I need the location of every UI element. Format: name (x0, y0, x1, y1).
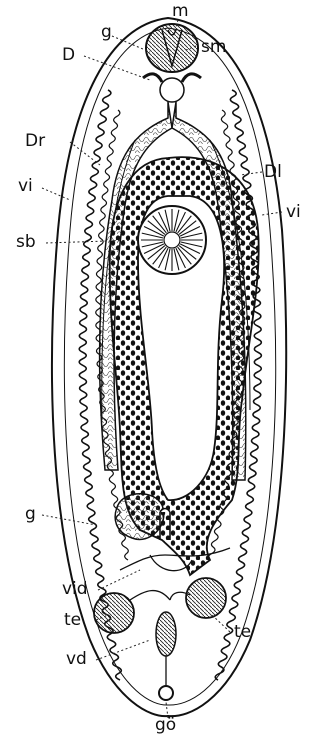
label-Dl: Dl (264, 162, 282, 182)
label-sm: sm (201, 37, 226, 57)
ventral-sucker-center (164, 232, 180, 248)
testis-left (94, 593, 134, 633)
label-D: D (62, 45, 75, 65)
label-te-right: te (234, 622, 251, 642)
label-vd: vd (66, 649, 87, 669)
ovary (115, 494, 164, 540)
genital-pore (159, 686, 173, 700)
label-g-top: g (101, 22, 112, 42)
label-go: gö (155, 715, 176, 734)
label-vid: vid (62, 579, 88, 599)
label-g-bottom: g (25, 504, 36, 524)
seminal-vesicle (156, 612, 176, 656)
label-vi-right: vi (286, 202, 301, 222)
label-Dr: Dr (25, 131, 45, 151)
label-te-left: te (64, 610, 81, 630)
testis-right (186, 578, 226, 618)
label-vi-left: vi (18, 176, 33, 196)
label-sb: sb (16, 232, 36, 252)
pharynx (160, 78, 184, 102)
vas-deferens (130, 591, 190, 600)
label-m: m (172, 1, 189, 21)
